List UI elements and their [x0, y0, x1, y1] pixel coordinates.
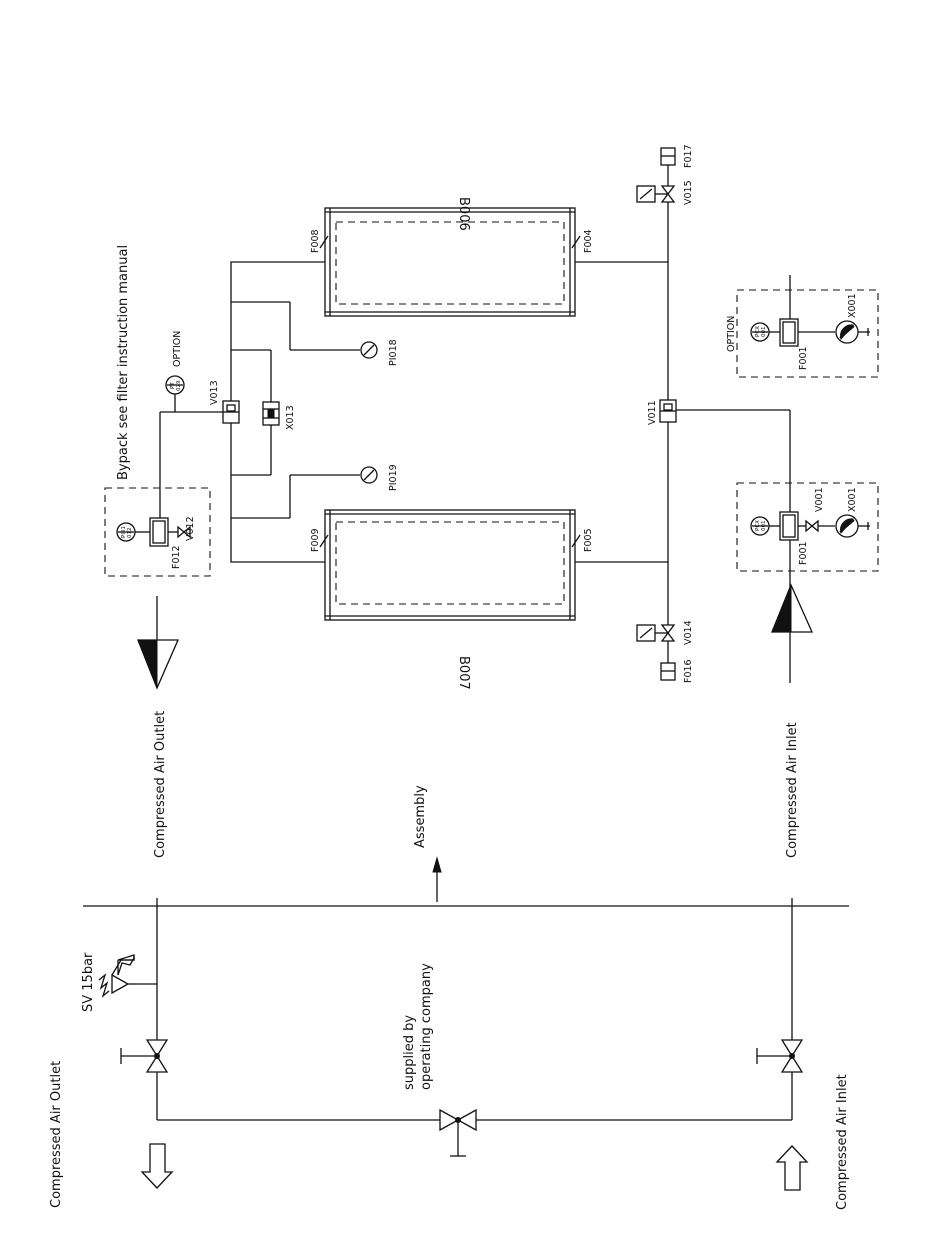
drain-f017 [660, 147, 676, 166]
pcx-option-tag-bottom: 001 [761, 327, 767, 338]
x001-label-option: X001 [847, 293, 858, 318]
pt029-tag-bottom: 029 [176, 380, 182, 391]
f001-label-inlet: F001 [798, 541, 809, 565]
pcx-inlet-tag-bottom: 001 [761, 521, 767, 532]
option-label-inlet: OPTION [726, 316, 737, 352]
bottom-piping [83, 898, 849, 1121]
rotated-labels: B006 B007 Bypack see filter instruction … [49, 144, 858, 1210]
v001-label: V001 [814, 487, 825, 512]
outlet-arrow-top [137, 596, 179, 690]
f012-label: F012 [171, 545, 182, 569]
v013-label: V013 [209, 380, 220, 405]
option-box-inlet [736, 289, 879, 378]
tank-b007 [324, 509, 576, 621]
valve-v011 [659, 399, 677, 423]
nozzle-ticks [319, 235, 581, 548]
valve-v013 [222, 400, 240, 424]
supplied-by-label: supplied by [402, 1015, 417, 1090]
pcx-inlet-tag-top: PCX [755, 520, 761, 531]
assembly-label: Assembly [413, 785, 428, 848]
v014-label: V014 [683, 620, 694, 645]
x013-label: X013 [285, 405, 296, 430]
valve-v015 [636, 185, 676, 203]
pi012-tag-top: PI01 [121, 526, 127, 538]
f004-label: F004 [583, 229, 594, 253]
sv-label: SV 15bar [81, 952, 96, 1012]
operating-company-label: operating company [419, 963, 434, 1090]
inlet-label-bottom: Compressed Air Inlet [835, 1074, 850, 1210]
outlet-label-top: Compressed Air Outlet [153, 711, 168, 858]
tank-b007-label: B007 [456, 656, 471, 690]
transmitter-pt029 [165, 375, 185, 395]
bypack-note: Bypack see filter instruction manual [116, 245, 131, 480]
f016-label: F016 [683, 659, 694, 683]
assembly-arrow [432, 856, 442, 902]
pi019-label: PI019 [388, 464, 399, 491]
pi012-tag-bottom: 012 [127, 528, 133, 539]
tank-b006 [324, 207, 576, 317]
inlet-filter-box [736, 482, 879, 572]
f008-label: F008 [310, 229, 321, 253]
outlet-arrow-bottom [140, 1143, 174, 1189]
bypass-box [104, 487, 211, 577]
v015-label: V015 [683, 180, 694, 205]
gauge-pi018 [360, 341, 378, 359]
flow-element-x013 [262, 401, 280, 426]
valve-inlet-bottom [756, 1039, 804, 1073]
f001-label-option: F001 [798, 346, 809, 370]
inlet-arrow-bottom [775, 1145, 809, 1191]
piping-main [159, 165, 791, 683]
drain-f016 [660, 662, 676, 681]
inlet-label-top: Compressed Air Inlet [785, 722, 800, 858]
tank-b006-label: B006 [456, 197, 471, 231]
option-label-top: OPTION [172, 331, 183, 367]
outlet-label-bottom: Compressed Air Outlet [49, 1061, 64, 1208]
f005-label: F005 [583, 528, 594, 552]
gauge-pi019 [360, 466, 378, 484]
v011-label: V011 [647, 400, 658, 425]
x001-label-inlet: X001 [847, 487, 858, 512]
safety-valve-sv [98, 954, 135, 998]
valve-outlet-bottom [120, 1039, 169, 1073]
pt029-tag-top: PT [170, 382, 176, 389]
f009-label: F009 [310, 528, 321, 552]
f017-label: F017 [683, 144, 694, 168]
valve-bypass-bottom [439, 1108, 477, 1157]
valve-v014 [636, 624, 676, 642]
pi018-label: PI018 [388, 339, 399, 366]
pcx-option-tag-top: PCX [755, 326, 761, 337]
v012-label: V012 [185, 516, 196, 541]
inlet-arrow-top [771, 583, 814, 633]
